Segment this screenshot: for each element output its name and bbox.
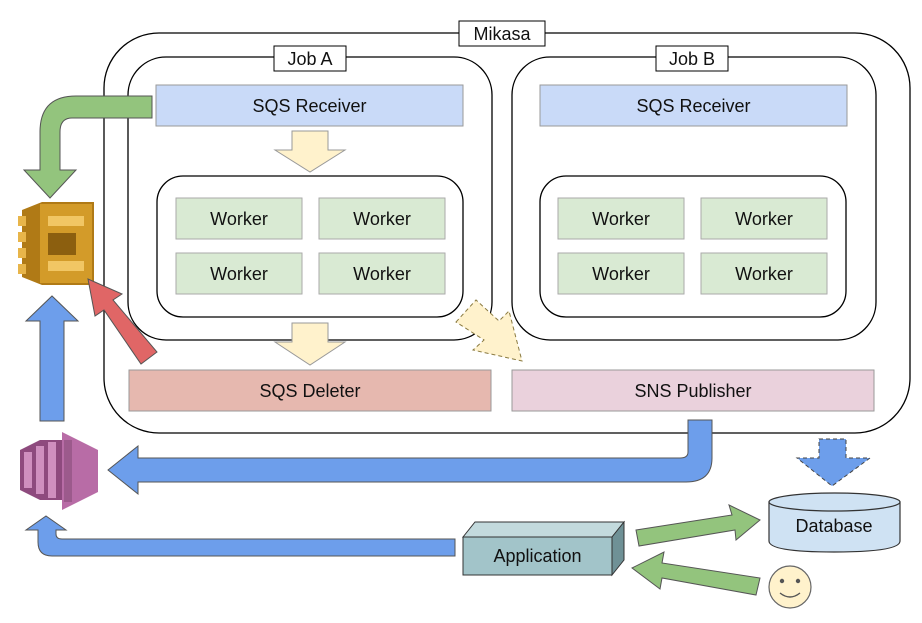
mikasa-label-box xyxy=(458,20,546,47)
job-b-worker xyxy=(700,197,828,240)
application-box xyxy=(461,520,626,577)
application-to-database-green-arrow xyxy=(635,504,761,547)
publisher-to-sns-blue-arrow xyxy=(107,419,713,496)
job-b-sqs-receiver xyxy=(539,84,848,127)
application-label: Application xyxy=(493,546,581,566)
sns-topic-icon xyxy=(20,432,98,510)
job-a-sqs-receiver-label: SQS Receiver xyxy=(252,96,366,116)
job-b-title: Job B xyxy=(669,49,715,69)
database-cylinder xyxy=(768,492,901,553)
job-b-label-box xyxy=(655,45,729,72)
sqs-to-receiver-green-arrow xyxy=(22,95,153,199)
job-a-worker xyxy=(175,197,303,240)
deleter-to-sqs-red-arrow xyxy=(87,278,158,365)
user-to-application-green-arrow xyxy=(631,551,761,596)
job-b-worker xyxy=(700,252,828,295)
job-a-worker xyxy=(318,197,446,240)
job-a-worker-label: Worker xyxy=(353,264,411,284)
job-a-worker xyxy=(318,252,446,295)
sqs-deleter-label: SQS Deleter xyxy=(259,381,360,401)
receiver-to-workers-arrow xyxy=(273,130,347,173)
job-b-worker-label: Worker xyxy=(592,209,650,229)
job-a-worker-label: Worker xyxy=(353,209,411,229)
job-b-worker-pool xyxy=(539,175,847,318)
database-label: Database xyxy=(795,516,872,536)
workers-to-deleter-arrow xyxy=(273,322,347,366)
smiley-user-icon xyxy=(768,565,812,609)
application-to-sns-blue-arrow xyxy=(24,515,456,557)
job-b-worker xyxy=(557,197,685,240)
workers-to-publisher-dashed-arrow xyxy=(455,299,523,362)
sqs-queue-icon xyxy=(18,202,94,285)
job-a-label-box xyxy=(273,45,347,72)
job-a-worker xyxy=(175,252,303,295)
job-a-worker-label: Worker xyxy=(210,209,268,229)
sns-publisher xyxy=(511,369,875,412)
job-b-worker-label: Worker xyxy=(592,264,650,284)
mikasa-to-database-dashed-arrow xyxy=(795,438,872,487)
job-b-worker xyxy=(557,252,685,295)
job-b-worker-label: Worker xyxy=(735,264,793,284)
sns-publisher-label: SNS Publisher xyxy=(634,381,751,401)
job-a-title: Job A xyxy=(287,49,332,69)
job-b-worker-label: Worker xyxy=(735,209,793,229)
sns-to-sqs-blue-arrow xyxy=(24,295,80,422)
sqs-deleter xyxy=(128,369,492,412)
job-a-worker-label: Worker xyxy=(210,264,268,284)
mikasa-title: Mikasa xyxy=(473,24,531,44)
job-a-worker-pool xyxy=(156,175,464,318)
job-b-sqs-receiver-label: SQS Receiver xyxy=(636,96,750,116)
job-a-sqs-receiver xyxy=(155,84,464,127)
